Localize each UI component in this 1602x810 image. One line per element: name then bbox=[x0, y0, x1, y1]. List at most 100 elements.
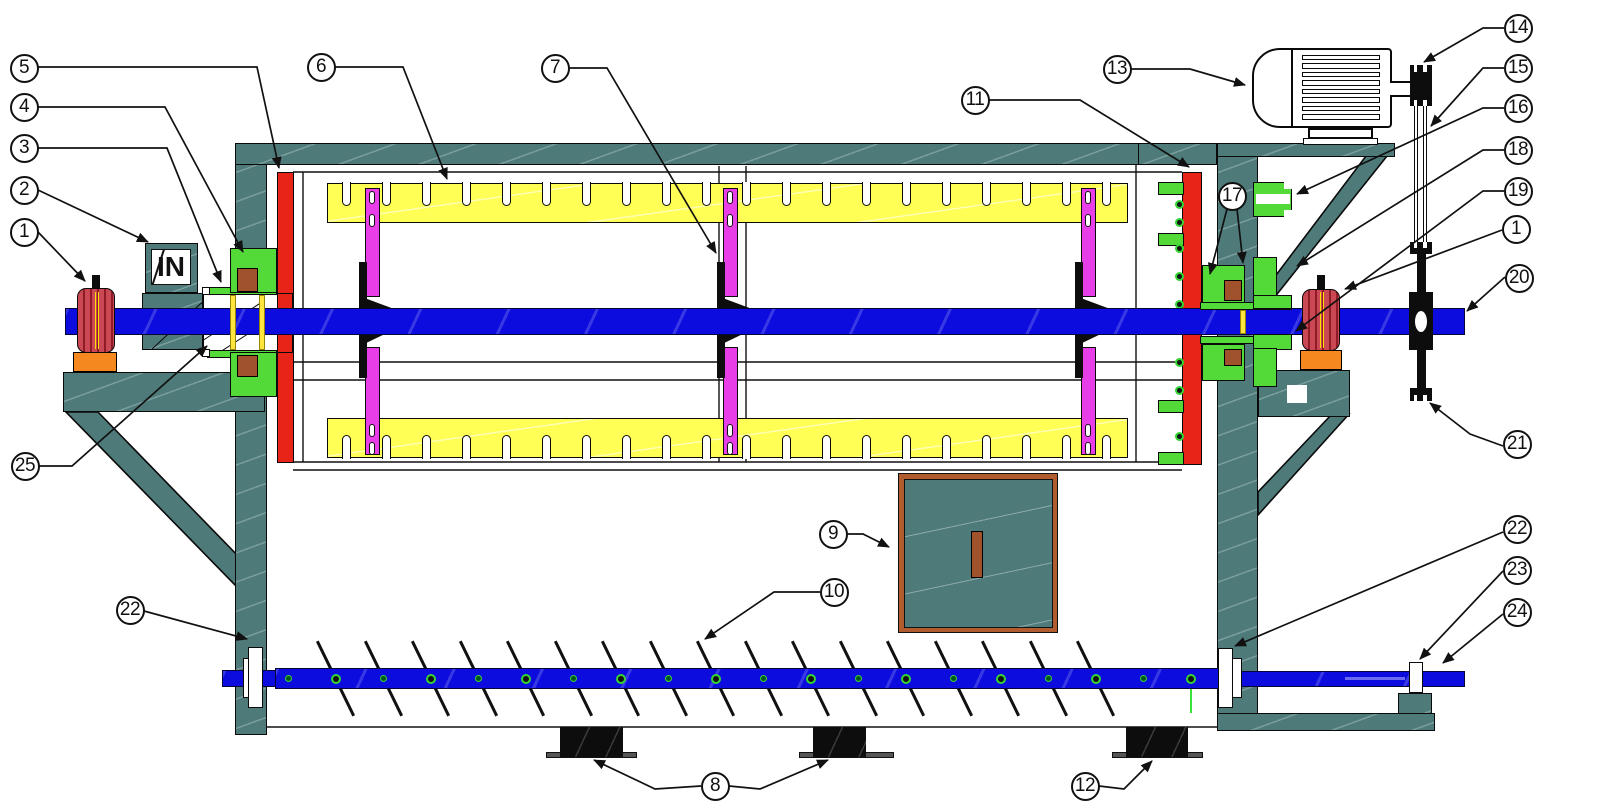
callout-12: 12 bbox=[1070, 771, 1100, 801]
callout-8: 8 bbox=[700, 771, 730, 801]
paddle-screw bbox=[1085, 191, 1091, 204]
hub-key bbox=[1240, 310, 1246, 334]
v-belt bbox=[1413, 106, 1418, 243]
plate-tooth-slot bbox=[861, 435, 871, 459]
flange-bolt bbox=[1175, 386, 1184, 395]
flange-bolt bbox=[1175, 432, 1184, 441]
plate-tooth-slot bbox=[1021, 182, 1031, 206]
plate-tooth-slot bbox=[461, 435, 471, 459]
plate-tooth-slot bbox=[941, 182, 951, 206]
plate-tooth-slot bbox=[541, 435, 551, 459]
flange-bolt bbox=[1175, 200, 1184, 209]
shaft-hole bbox=[1044, 675, 1052, 682]
extension-support-block bbox=[1409, 662, 1423, 693]
plate-tooth-slot bbox=[741, 182, 751, 206]
frame-top-bar bbox=[235, 143, 1217, 165]
plate-tooth-slot bbox=[861, 182, 871, 206]
plate-tooth-slot bbox=[381, 435, 391, 459]
plate-tooth-slot bbox=[981, 182, 991, 206]
callout-22: 22 bbox=[1502, 514, 1532, 544]
v-belt bbox=[1422, 106, 1427, 243]
paddle-screw bbox=[1085, 424, 1091, 437]
shaft-hole bbox=[1139, 675, 1147, 682]
plate-tooth-slot bbox=[541, 182, 551, 206]
flange-bolt bbox=[1175, 272, 1184, 281]
left-bearing-base bbox=[73, 352, 117, 372]
driven-pulley-hub bbox=[1409, 292, 1433, 350]
frame-top-bar-joint bbox=[1138, 143, 1140, 165]
vibration-mount bbox=[813, 727, 866, 757]
plate-tooth-slot bbox=[581, 182, 591, 206]
motor-fin bbox=[1302, 97, 1380, 103]
callout-23: 23 bbox=[1502, 555, 1532, 585]
conveyor-bearing-right-flange bbox=[1232, 658, 1242, 698]
driven-pulley-bottom-fork bbox=[1410, 388, 1432, 401]
plate-tooth-slot bbox=[341, 182, 351, 206]
plate-tooth-slot bbox=[821, 182, 831, 206]
shaft-hole bbox=[520, 673, 531, 684]
callout-13: 13 bbox=[1102, 54, 1132, 84]
vibration-mount bbox=[1126, 727, 1188, 757]
plate-tooth-slot bbox=[661, 435, 671, 459]
sleeve-key bbox=[230, 295, 236, 350]
discharge-gate-handle bbox=[971, 531, 983, 578]
paddle-screw bbox=[727, 442, 733, 455]
driven-pulley-web-lower bbox=[1417, 349, 1426, 389]
shaft-hole bbox=[1090, 673, 1101, 684]
motor-fin bbox=[1302, 63, 1380, 69]
shaft-hole bbox=[664, 675, 672, 682]
right-flange-insert-top bbox=[1224, 280, 1242, 301]
plate-tooth-slot bbox=[501, 435, 511, 459]
callout-3: 3 bbox=[9, 133, 39, 163]
plate-tooth-slot bbox=[1061, 435, 1071, 459]
motor-fin bbox=[1302, 80, 1380, 86]
callout-21: 21 bbox=[1502, 429, 1532, 459]
plate-tooth-slot bbox=[821, 435, 831, 459]
callout-19: 19 bbox=[1503, 176, 1533, 206]
paddle-screw bbox=[727, 214, 733, 227]
left-bearing-bolt bbox=[92, 275, 100, 293]
frame-right-post bbox=[1217, 143, 1258, 731]
end-plate-tab bbox=[1158, 182, 1184, 195]
inlet-box: IN bbox=[145, 243, 198, 293]
right-flange-insert-bottom bbox=[1224, 349, 1242, 366]
right-bearing-base bbox=[1300, 350, 1342, 370]
conveyor-bearing-left-flange bbox=[243, 658, 249, 698]
plate-tooth-slot bbox=[901, 182, 911, 206]
shaft-hole bbox=[805, 673, 816, 684]
paddle-screw bbox=[727, 424, 733, 437]
end-plate-tab bbox=[1158, 233, 1184, 246]
conveyor-shaft bbox=[275, 668, 1232, 689]
plate-tooth-slot bbox=[461, 182, 471, 206]
left-bearing bbox=[77, 288, 115, 353]
callout-14: 14 bbox=[1503, 13, 1533, 43]
paddle-top-blade bbox=[364, 188, 380, 297]
plate-tooth-slot bbox=[1021, 435, 1031, 459]
shaft-hole bbox=[474, 675, 482, 682]
shaft-hole bbox=[759, 675, 767, 682]
motor-fin bbox=[1302, 105, 1380, 112]
paddle-top-blade bbox=[722, 188, 738, 297]
paddle-screw bbox=[369, 191, 375, 204]
end-plate-tab bbox=[1158, 400, 1184, 413]
main-shaft bbox=[65, 308, 1465, 335]
plate-tooth-slot bbox=[941, 435, 951, 459]
motor-platform bbox=[1217, 143, 1395, 157]
shaft-hole bbox=[900, 673, 911, 684]
shaft-hole bbox=[569, 675, 577, 682]
bench-hole bbox=[1287, 385, 1307, 403]
callout-11: 11 bbox=[960, 85, 990, 115]
support-23-pedestal bbox=[1398, 693, 1432, 714]
paddle-screw bbox=[369, 424, 375, 437]
plate-tooth-slot bbox=[1101, 182, 1111, 206]
plate-tooth-slot bbox=[1101, 435, 1111, 459]
paddle-screw bbox=[369, 442, 375, 455]
drive-hub-arm-top bbox=[1253, 257, 1277, 297]
callout-22: 22 bbox=[115, 595, 145, 625]
plate-tooth-slot bbox=[781, 182, 791, 206]
plate-tooth-slot bbox=[421, 435, 431, 459]
callout-9: 9 bbox=[818, 519, 848, 549]
plate-tooth-slot bbox=[621, 182, 631, 206]
callout-16: 16 bbox=[1503, 93, 1533, 123]
plate-tooth-slot bbox=[501, 182, 511, 206]
